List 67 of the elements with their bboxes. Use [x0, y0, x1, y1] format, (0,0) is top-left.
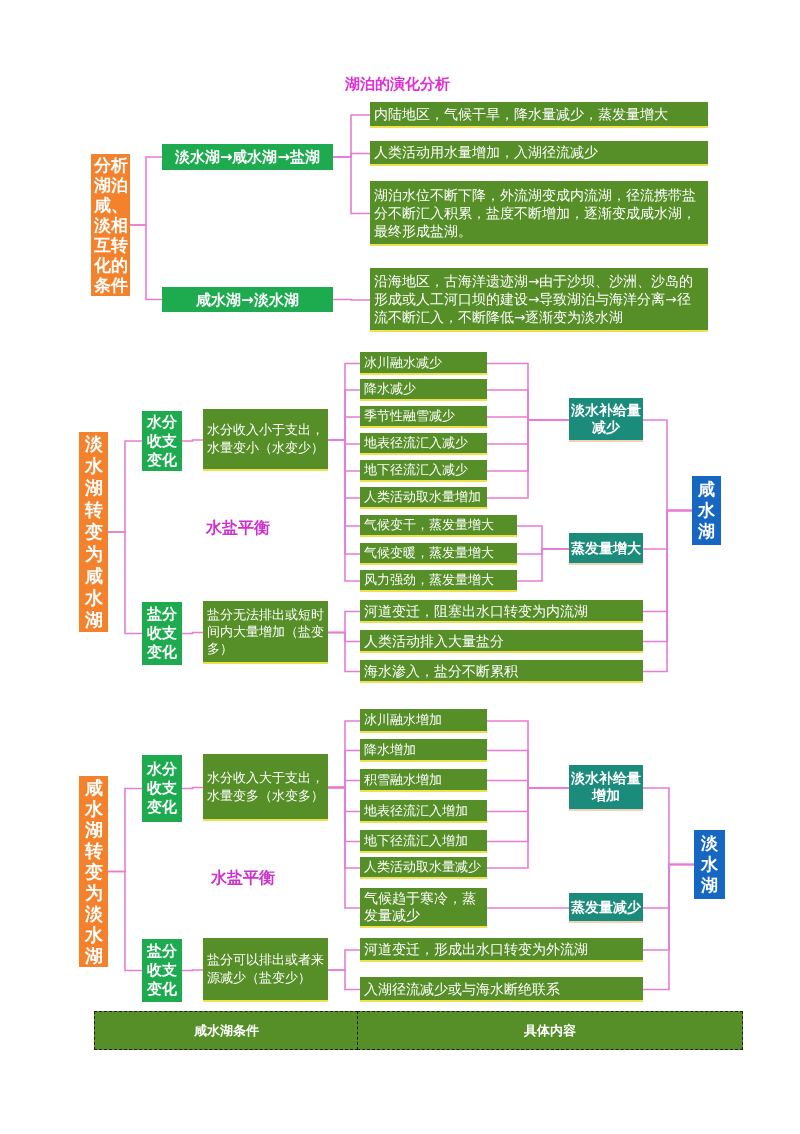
- category-box: 咸水湖→淡水湖: [162, 287, 333, 312]
- connector-line: [181, 439, 204, 442]
- connector-line: [107, 870, 143, 972]
- table-header-cell: 咸水湖条件: [94, 1011, 358, 1050]
- summary-box: 蒸发量减少: [569, 893, 643, 923]
- topic-box: 咸水湖转变为淡水湖: [79, 776, 108, 967]
- content-box: 入湖径流减少或与海水断绝联系: [360, 977, 643, 1002]
- content-box: 地下径流汇入减少: [360, 460, 487, 482]
- content-box: 河道变迁，形成出水口转变为外流湖: [360, 938, 643, 962]
- section-label: 水盐平衡: [206, 517, 270, 539]
- connector-line: [327, 631, 361, 673]
- content-box: 降水增加: [360, 739, 487, 762]
- content-box: 盐分可以排出或者来源减少（盐变少）: [203, 938, 328, 1002]
- connector-line: [486, 787, 570, 869]
- category-box: 盐分收支变化: [142, 939, 182, 1002]
- content-box: 人类活动取水量减少: [360, 857, 487, 879]
- topic-box: 分析湖泊咸、淡相互转化的条件: [91, 154, 130, 296]
- topic-box: 淡水湖转变为咸水湖: [79, 432, 108, 632]
- summary-box: 淡水补给量减少: [569, 398, 643, 442]
- content-box: 水分收入大于支出，水量变多（水变多）: [203, 754, 328, 821]
- connector-line: [327, 969, 361, 991]
- connector-line: [642, 509, 693, 673]
- connector-line: [107, 531, 143, 635]
- result-box: 咸水湖: [692, 476, 721, 545]
- result-box: 淡水湖: [694, 830, 725, 899]
- content-box: 地表径流汇入减少: [360, 433, 487, 455]
- connector-line: [332, 298, 371, 301]
- content-box: 内陆地区，气候干旱，降水量减少，蒸发量增大: [370, 102, 708, 128]
- content-box: 海水渗入，盐分不断累积: [360, 660, 643, 683]
- diagram-title: 湖泊的演化分析: [344, 75, 450, 94]
- content-box: 人类活动排入大量盐分: [360, 630, 643, 653]
- connector-line: [181, 969, 204, 972]
- summary-box: 蒸发量增大: [569, 533, 643, 565]
- content-box: 气候趋于寒冷，蒸发量减少: [360, 888, 487, 928]
- content-box: 水分收入小于支出，水量变小（水变少）: [203, 409, 328, 471]
- content-box: 沿海地区，古海洋遗迹湖→由于沙坝、沙洲、沙岛的形成或人工河口坝的建设→导致湖泊与海洋分离→径流不断汇入，不断降低→逐渐变为淡水湖: [370, 268, 708, 332]
- content-box: 气候变干，蒸发量增大: [360, 515, 517, 537]
- table-header-cell: 具体内容: [357, 1011, 743, 1050]
- content-box: 地下径流汇入增加: [360, 830, 487, 853]
- connector-line: [181, 631, 204, 635]
- connector-line: [327, 786, 361, 909]
- connector-line: [181, 786, 204, 790]
- connector-line: [486, 907, 570, 909]
- content-box: 积雪融水增加: [360, 769, 487, 792]
- summary-box: 淡水补给量增加: [569, 765, 643, 811]
- content-box: 冰川融水增加: [360, 709, 487, 733]
- connector-line: [129, 224, 163, 301]
- content-box: 气候变暖，蒸发量增大: [360, 543, 517, 565]
- connector-line: [332, 156, 371, 215]
- category-box: 盐分收支变化: [142, 602, 182, 665]
- content-box: 河道变迁，阻塞出水口转变为内流湖: [360, 600, 643, 623]
- category-box: 淡水湖→咸水湖→盐湖: [162, 144, 333, 170]
- content-box: 人类活动用水量增加，入湖径流减少: [370, 141, 708, 166]
- content-box: 人类活动取水量增加: [360, 487, 487, 509]
- content-box: 地表径流汇入增加: [360, 800, 487, 823]
- content-box: 冰川融水减少: [360, 352, 487, 375]
- content-box: 盐分无法排出或短时间内大量增加（盐变多）: [203, 601, 328, 664]
- content-box: 降水减少: [360, 379, 487, 401]
- category-box: 水分收支变化: [142, 755, 182, 822]
- content-box: 风力强劲，蒸发量增大: [360, 570, 517, 592]
- content-box: 季节性融雪减少: [360, 406, 487, 428]
- section-label: 水盐平衡: [211, 867, 275, 889]
- category-box: 水分收支变化: [142, 411, 182, 471]
- content-box: 湖泊水位不断下降，外流湖变成内流湖，径流携带盐分不断汇入积累，盐度不断增加，逐渐变成咸水湖，最终形成盐湖。: [370, 181, 708, 246]
- connector-line: [516, 548, 570, 582]
- connector-line: [642, 863, 695, 991]
- connector-line: [486, 419, 570, 499]
